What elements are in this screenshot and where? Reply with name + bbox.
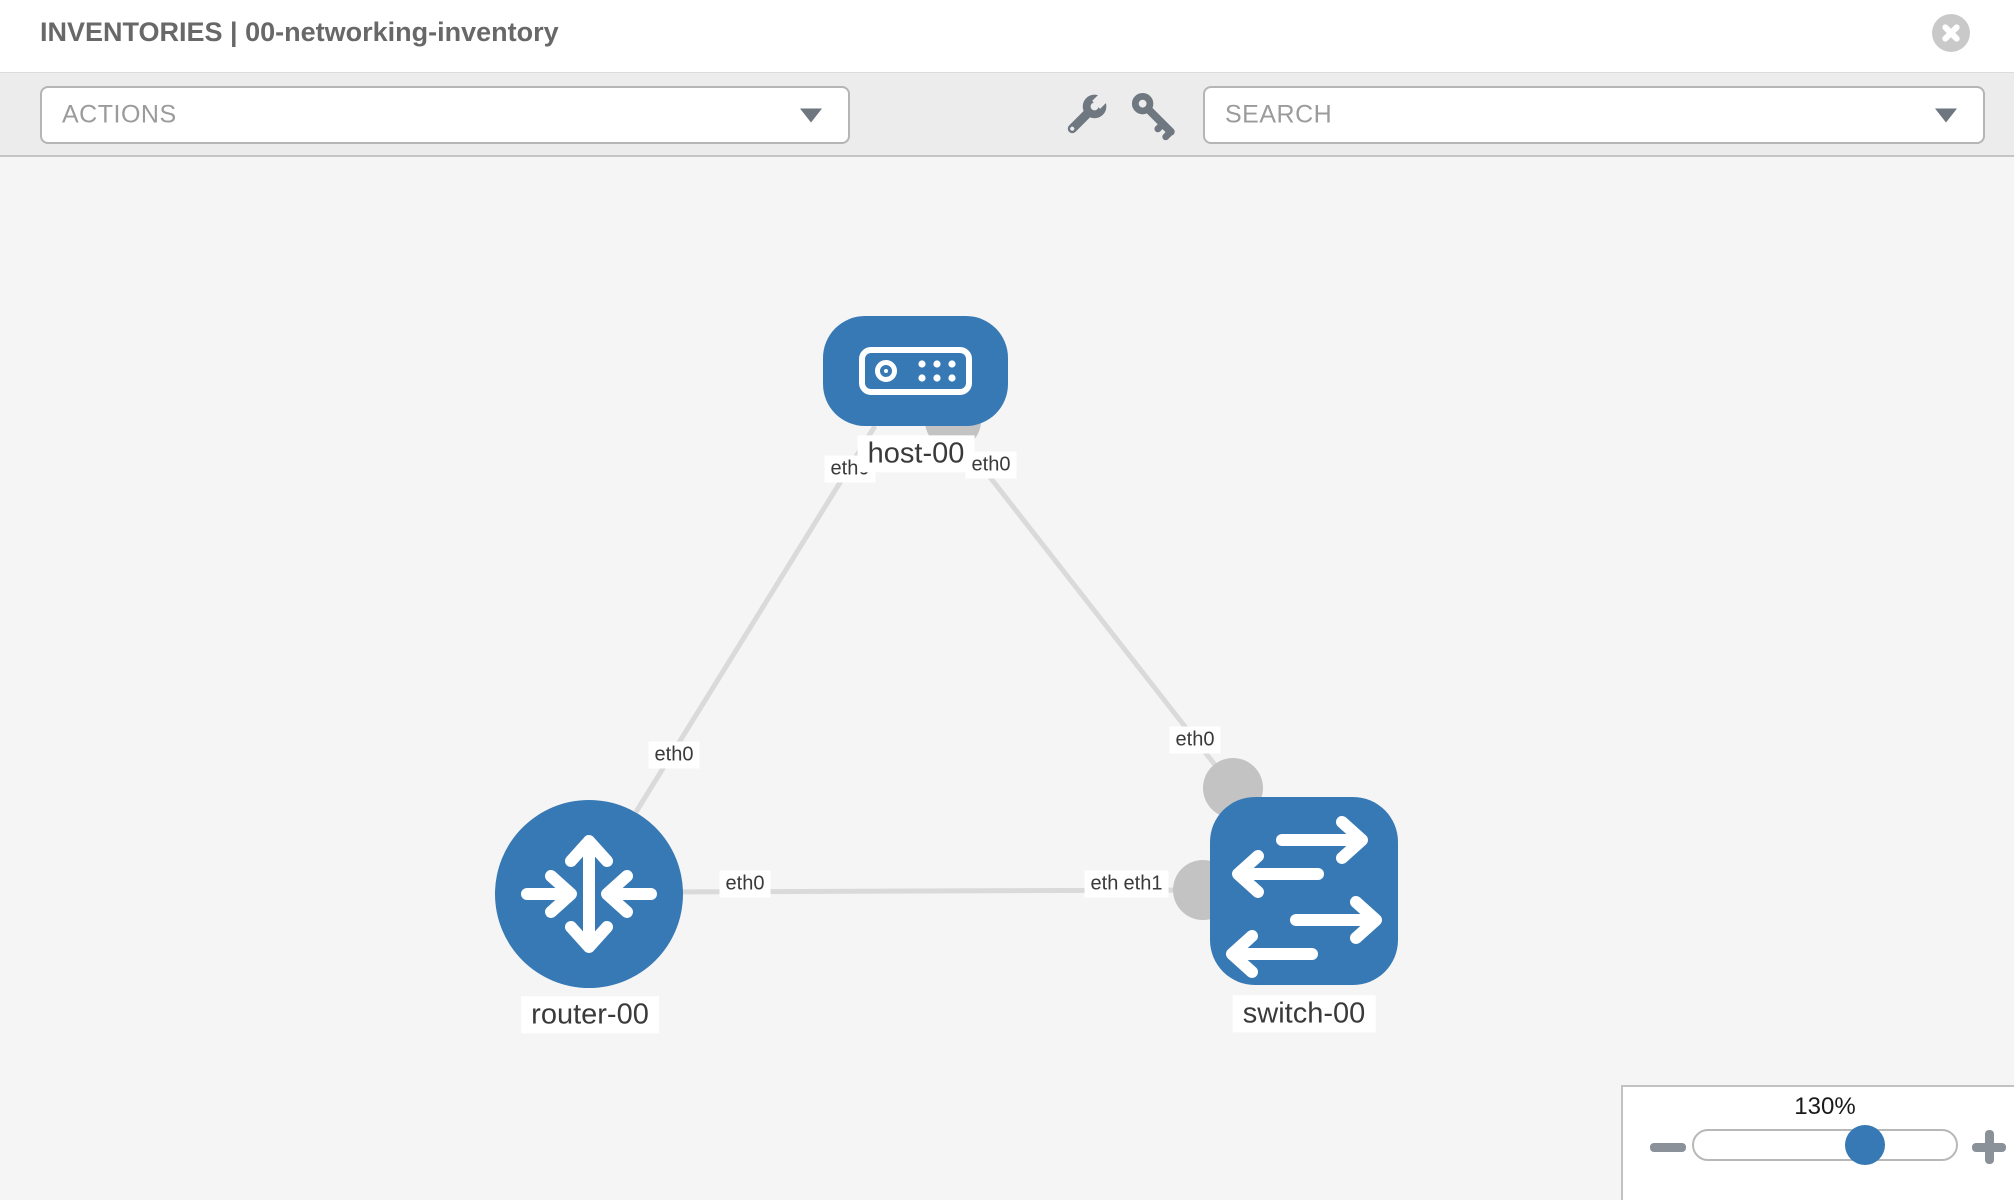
- toolbar: ACTIONS SEARCH: [0, 72, 2014, 157]
- router-icon: [521, 835, 657, 953]
- actions-dropdown[interactable]: ACTIONS: [40, 86, 850, 144]
- node-router[interactable]: [495, 800, 683, 988]
- node-label-switch: switch-00: [1232, 995, 1376, 1033]
- page-title: INVENTORIES | 00-networking-inventory: [40, 17, 559, 47]
- interface-label: eth0: [1169, 726, 1221, 754]
- zoom-panel: 130%: [1621, 1085, 2014, 1200]
- key-icon: [1131, 92, 1175, 141]
- node-label-host: host-00: [857, 435, 975, 473]
- search-placeholder: SEARCH: [1225, 100, 1333, 129]
- interface-label: eth0: [648, 741, 700, 769]
- chevron-down-icon: [1935, 108, 1957, 123]
- node-label-router: router-00: [521, 996, 659, 1034]
- zoom-slider-handle[interactable]: [1845, 1125, 1885, 1165]
- zoom-level-label: 130%: [1794, 1093, 1856, 1120]
- header: INVENTORIES | 00-networking-inventory: [0, 0, 2014, 72]
- chevron-down-icon: [800, 108, 822, 123]
- interface-label: eth0: [719, 870, 771, 898]
- key-button[interactable]: [1128, 89, 1182, 143]
- wrench-button[interactable]: [1058, 89, 1112, 143]
- zoom-in-button[interactable]: [1969, 1129, 2009, 1165]
- actions-dropdown-label: ACTIONS: [62, 100, 177, 129]
- interface-label: eth1: [1117, 870, 1169, 898]
- network-canvas[interactable]: eth0 host-00 eth0 eth0 eth0 eth0 eth0 et…: [0, 157, 2014, 1200]
- zoom-slider-track[interactable]: [1692, 1129, 1958, 1161]
- topology-diagram: [495, 316, 1398, 988]
- interface-label: eth0: [965, 451, 1017, 479]
- minus-icon: [1650, 1143, 1686, 1152]
- host-icon: [859, 347, 972, 395]
- zoom-out-button[interactable]: [1648, 1131, 1688, 1163]
- close-button[interactable]: [1932, 14, 1970, 52]
- wrench-icon: [1067, 91, 1110, 134]
- search-dropdown[interactable]: SEARCH: [1203, 86, 1985, 144]
- switch-icon: [1226, 816, 1382, 978]
- node-host[interactable]: [823, 316, 1008, 426]
- node-switch[interactable]: [1210, 797, 1398, 985]
